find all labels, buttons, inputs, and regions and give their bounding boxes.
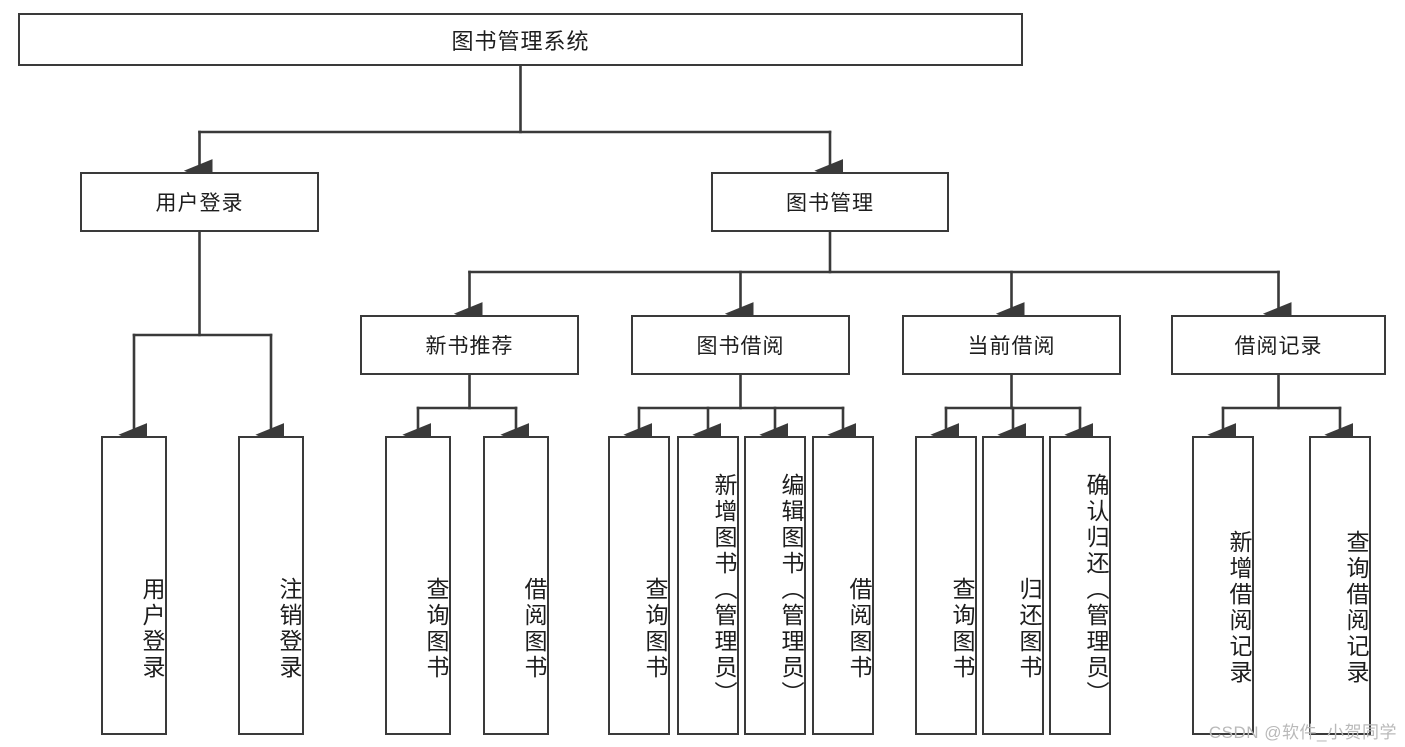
leaf-current-return-book-label: 归还图书 [1016, 576, 1042, 681]
node-current-borrow-label: 当前借阅 [967, 335, 1056, 358]
node-borrow-record[interactable]: 借阅记录 [1171, 315, 1386, 375]
leaf-current-return-book[interactable]: 归还图书 [982, 436, 1044, 735]
watermark: CSDN @软件_小贺同学 [1208, 723, 1397, 742]
leaf-borrow-edit-book[interactable]: 编辑图书（管理员） [744, 436, 806, 735]
leaf-new-query-book[interactable]: 查询图书 [385, 436, 451, 735]
node-book-management-label: 图书管理 [786, 192, 874, 215]
leaf-borrow-edit-book-label: 编辑图书（管理员） [778, 472, 804, 707]
leaf-new-query-book-label: 查询图书 [423, 576, 449, 681]
node-new-book-recommend-label: 新书推荐 [425, 335, 514, 358]
leaf-current-confirm-return-label: 确认归还（管理员） [1083, 472, 1109, 707]
node-root-label: 图书管理系统 [451, 28, 590, 54]
node-book-borrow-label: 图书借阅 [696, 335, 785, 358]
leaf-borrow-borrow-book[interactable]: 借阅图书 [812, 436, 874, 735]
leaf-borrow-add-book-label: 新增图书（管理员） [711, 472, 737, 707]
node-user-login-label: 用户登录 [155, 192, 244, 215]
leaf-current-confirm-return[interactable]: 确认归还（管理员） [1049, 436, 1111, 735]
leaf-current-query-book-label: 查询图书 [949, 576, 975, 681]
node-borrow-record-label: 借阅记录 [1234, 335, 1323, 358]
leaf-record-add[interactable]: 新增借阅记录 [1192, 436, 1254, 735]
leaf-borrow-add-book[interactable]: 新增图书（管理员） [677, 436, 739, 735]
leaf-borrow-borrow-book-label: 借阅图书 [846, 576, 872, 681]
leaf-record-query[interactable]: 查询借阅记录 [1309, 436, 1371, 735]
node-current-borrow[interactable]: 当前借阅 [902, 315, 1121, 375]
node-new-book-recommend[interactable]: 新书推荐 [360, 315, 579, 375]
leaf-user-login-label: 用户登录 [139, 576, 165, 681]
edges [118, 64, 1353, 447]
node-user-login[interactable]: 用户登录 [80, 172, 319, 232]
leaf-borrow-query-book[interactable]: 查询图书 [608, 436, 670, 735]
leaf-user-logout[interactable]: 注销登录 [238, 436, 304, 735]
leaf-user-logout-label: 注销登录 [276, 576, 302, 681]
leaf-new-borrow-book[interactable]: 借阅图书 [483, 436, 549, 735]
leaf-new-borrow-book-label: 借阅图书 [521, 576, 547, 681]
node-root[interactable]: 图书管理系统 [18, 13, 1023, 66]
leaf-user-login[interactable]: 用户登录 [101, 436, 167, 735]
leaf-current-query-book[interactable]: 查询图书 [915, 436, 977, 735]
leaf-borrow-query-book-label: 查询图书 [642, 576, 668, 681]
node-book-borrow[interactable]: 图书借阅 [631, 315, 850, 375]
leaf-record-query-label: 查询借阅记录 [1343, 529, 1369, 686]
leaf-record-add-label: 新增借阅记录 [1226, 529, 1252, 686]
node-book-management[interactable]: 图书管理 [711, 172, 949, 232]
